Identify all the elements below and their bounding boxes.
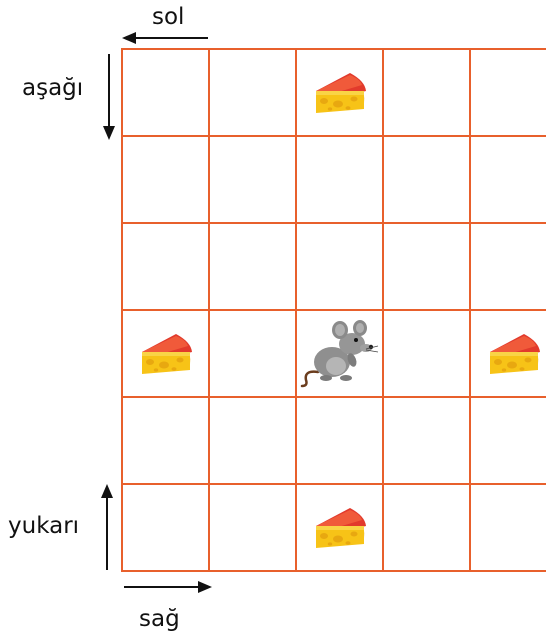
grid-cell[interactable] — [122, 397, 209, 484]
grid-cell[interactable] — [209, 310, 296, 397]
grid-cell[interactable] — [383, 397, 470, 484]
grid-cell[interactable] — [209, 484, 296, 571]
grid-cell[interactable] — [470, 397, 546, 484]
up-arrow-icon — [95, 480, 119, 572]
game-board — [121, 48, 546, 572]
grid-cell[interactable] — [470, 484, 546, 571]
cheese-icon — [310, 498, 370, 558]
grid-cell[interactable] — [383, 223, 470, 310]
cheese-icon — [136, 324, 196, 384]
grid-cell[interactable] — [122, 49, 209, 136]
cheese-icon — [310, 63, 370, 123]
grid-cell[interactable] — [122, 223, 209, 310]
grid-cell[interactable] — [383, 310, 470, 397]
grid-cell[interactable] — [470, 223, 546, 310]
grid-cell[interactable] — [122, 136, 209, 223]
left-arrow-icon — [120, 26, 212, 50]
grid-cell[interactable] — [209, 49, 296, 136]
grid-cell[interactable] — [209, 223, 296, 310]
grid-cell[interactable] — [383, 484, 470, 571]
grid-cell[interactable] — [383, 136, 470, 223]
grid-cell[interactable] — [209, 397, 296, 484]
grid-cell[interactable] — [296, 223, 383, 310]
grid-cell[interactable] — [470, 136, 546, 223]
grid-cell[interactable] — [470, 49, 546, 136]
grid-cell[interactable] — [296, 397, 383, 484]
grid-cell[interactable] — [209, 136, 296, 223]
down-direction-label: aşağı — [22, 77, 83, 100]
right-direction-label: sağ — [139, 608, 180, 631]
mouse-icon — [300, 318, 380, 388]
grid-cell[interactable] — [383, 49, 470, 136]
down-arrow-icon — [97, 52, 121, 144]
cheese-icon — [484, 324, 544, 384]
grid-cell[interactable] — [122, 484, 209, 571]
right-arrow-icon — [122, 575, 214, 599]
grid-cell[interactable] — [296, 136, 383, 223]
up-direction-label: yukarı — [8, 515, 79, 538]
